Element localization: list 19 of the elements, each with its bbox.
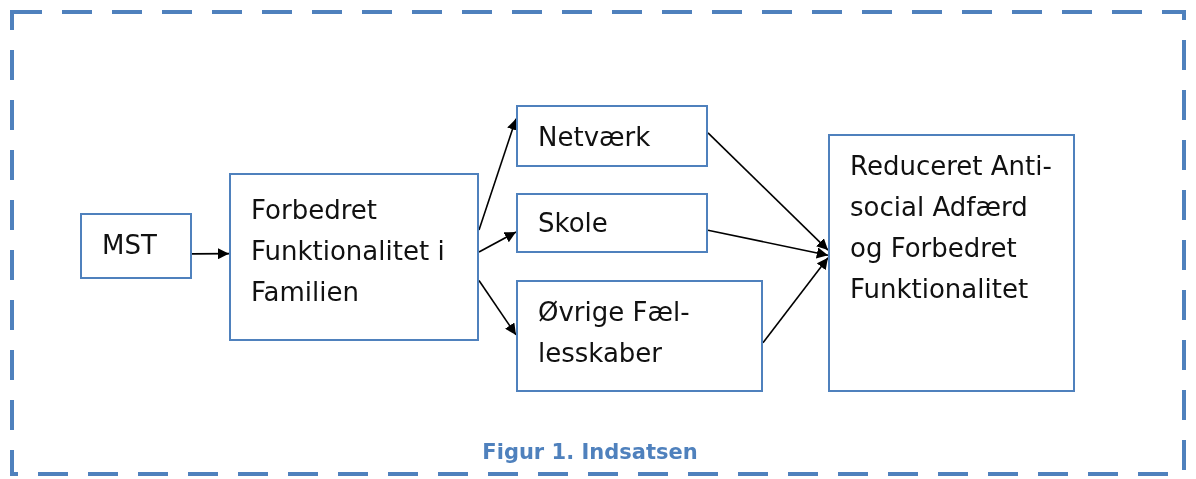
- process-box: [229, 173, 479, 341]
- node-label: Forbedret Funktionalitet i Familien: [251, 194, 446, 309]
- node-label: Skole: [538, 207, 609, 240]
- node-label: Reduceret Anti-social Adfærd og Forbedret Funktionalitet: [850, 150, 1053, 306]
- process-box: [516, 105, 708, 167]
- process-box: [828, 134, 1075, 392]
- node-label: MST: [102, 229, 158, 262]
- arrow: [478, 279, 517, 336]
- arrow: [707, 132, 829, 251]
- arrow: [191, 248, 230, 260]
- arrow: [707, 229, 829, 259]
- arrow: [762, 257, 829, 344]
- process-box: [80, 213, 192, 279]
- caption: Figur 1. Indsatsen: [481, 440, 699, 464]
- process-box: [516, 280, 763, 392]
- arrow: [478, 231, 517, 253]
- node-label: Øvrige Fæl- lesskaber: [538, 296, 691, 370]
- node-label: Netværk: [538, 121, 652, 154]
- process-box: [516, 193, 708, 253]
